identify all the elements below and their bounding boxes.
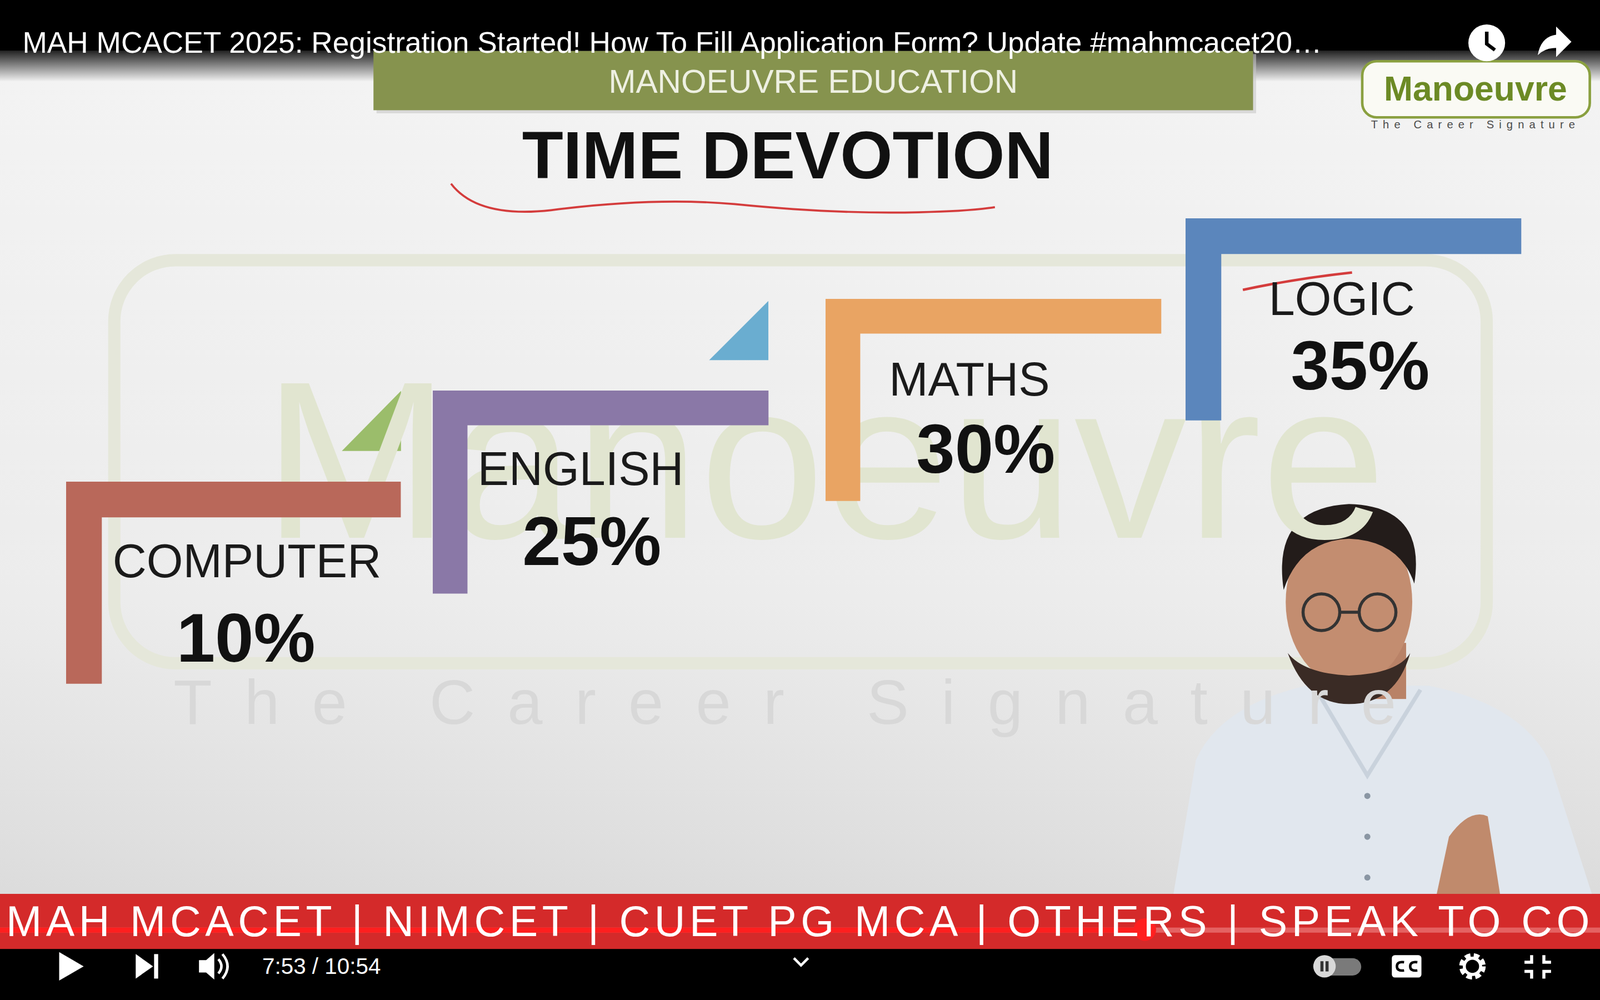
pause-mark bbox=[1320, 961, 1324, 972]
banner-text-holder: MANOEUVRE EDUCATION bbox=[608, 63, 1018, 100]
ticker-band bbox=[0, 893, 1600, 952]
shirt-button bbox=[1364, 833, 1371, 840]
controls-bar bbox=[0, 948, 1600, 1000]
logo-wordmark: Manoeuvre bbox=[1383, 69, 1568, 108]
presenter-glasses bbox=[1340, 610, 1360, 614]
ticker-text: MAH MCACET | NIMCET | CUET PG MCA | OTHE… bbox=[6, 897, 1594, 945]
subject-name: LOGIC bbox=[1268, 273, 1415, 325]
subject-name: MATHS bbox=[888, 353, 1050, 406]
share-icon bbox=[1537, 26, 1572, 58]
bracket-bar bbox=[825, 298, 1162, 502]
bracket-bar bbox=[66, 481, 401, 684]
time-share: 30% bbox=[916, 410, 1055, 487]
slide-title: TIME DEVOTION bbox=[522, 118, 1054, 193]
time-share: 25% bbox=[522, 502, 662, 579]
volume-icon bbox=[198, 953, 215, 980]
bracket-card: MATHS30% bbox=[825, 298, 1162, 502]
watch-later-hands bbox=[1486, 31, 1495, 50]
ticker-text-holder: MAH MCACET | NIMCET | CUET PG MCA | OTHE… bbox=[6, 897, 1594, 945]
autoplay-toggle bbox=[1313, 955, 1336, 978]
watch-later-icon bbox=[1468, 24, 1505, 62]
presenter-glasses bbox=[1303, 593, 1340, 631]
watermark-tagline: The Career Signature bbox=[173, 667, 1429, 737]
bracket-card: LOGIC35% bbox=[1185, 218, 1522, 421]
next-icon bbox=[135, 953, 153, 979]
pause-mark bbox=[1325, 961, 1329, 972]
video-time-holder: 7:53 / 10:54 bbox=[262, 953, 381, 979]
exit-fullscreen-icon bbox=[1524, 955, 1552, 979]
watermark-frame bbox=[114, 260, 1487, 664]
logo-frame bbox=[1362, 61, 1590, 118]
banner-text: MANOEUVRE EDUCATION bbox=[608, 63, 1018, 100]
logo-tagline: The Career Signature bbox=[1371, 118, 1581, 131]
logo-wordmark-holder: Manoeuvre bbox=[1383, 69, 1568, 108]
play-icon bbox=[59, 952, 84, 981]
cc-icon bbox=[1391, 955, 1422, 978]
volume-icon bbox=[218, 953, 228, 979]
time-share: 35% bbox=[1290, 327, 1430, 404]
shirt-button bbox=[1364, 874, 1371, 881]
presenter-glasses bbox=[1359, 593, 1397, 631]
settings-icon bbox=[1464, 958, 1481, 975]
logo-tagline-holder: The Career Signature bbox=[1371, 118, 1581, 131]
chevron-icon bbox=[793, 958, 809, 966]
video-title: MAH MCACET 2025: Registration Started! H… bbox=[22, 26, 1322, 60]
video-title-holder: MAH MCACET 2025: Registration Started! H… bbox=[22, 26, 1322, 60]
video-time: 7:53 / 10:54 bbox=[262, 953, 381, 979]
bracket-bar bbox=[1185, 218, 1522, 421]
watermark-tagline-holder: The Career Signature bbox=[173, 667, 1429, 737]
bracket-bar bbox=[432, 390, 769, 594]
banner-band bbox=[373, 51, 1253, 111]
settings-icon bbox=[1462, 956, 1483, 977]
next-icon bbox=[153, 953, 158, 979]
presenter-hand bbox=[1436, 814, 1500, 894]
subject-name: ENGLISH bbox=[477, 443, 684, 495]
shirt-button bbox=[1364, 792, 1371, 799]
bracket-card: COMPUTER 10% bbox=[66, 481, 401, 684]
subject-name: COMPUTER bbox=[112, 535, 382, 588]
time-share: 10% bbox=[176, 599, 316, 676]
bracket-card: ENGLISH 25% bbox=[432, 390, 769, 594]
slide-title-holder: TIME DEVOTION bbox=[522, 118, 1054, 193]
cc-icon bbox=[1396, 962, 1418, 971]
